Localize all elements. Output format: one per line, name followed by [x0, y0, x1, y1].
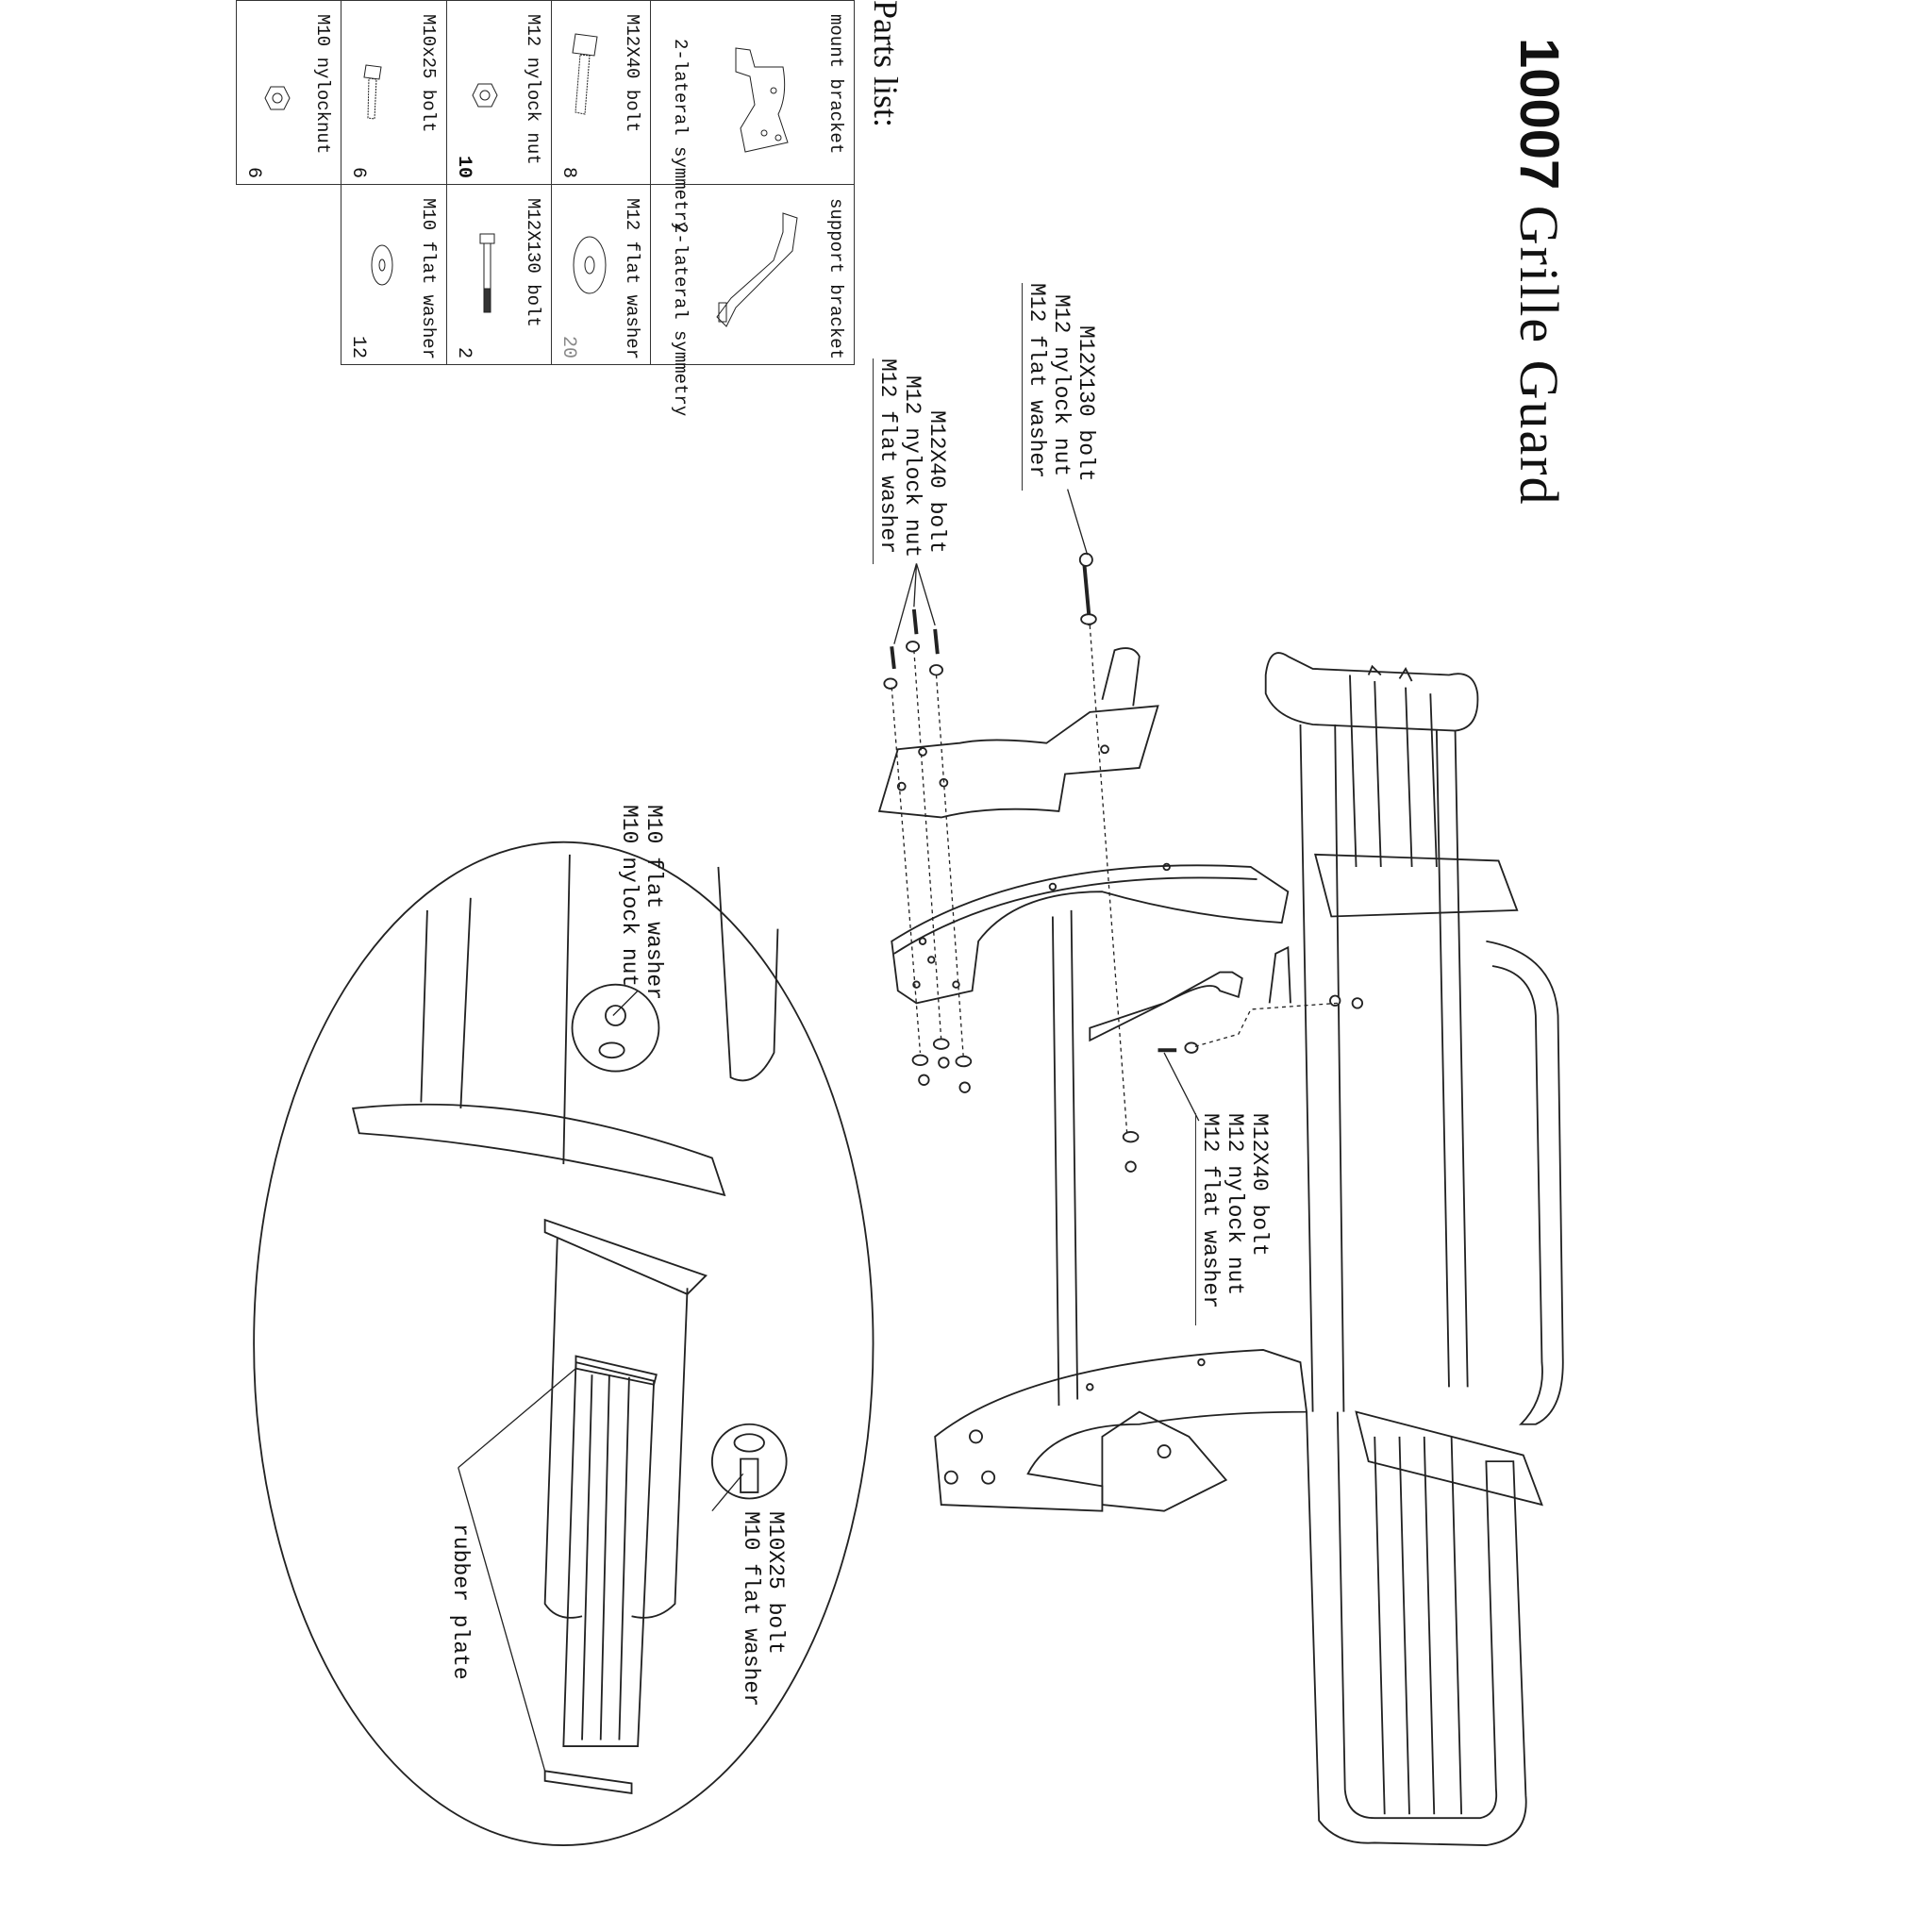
part-m12-nylock-nut: M12 nylock nut 10	[446, 0, 552, 185]
part-m10-flat-washer: M10 flat washer 12	[341, 184, 447, 365]
callout-mount-bracket: M12X40 bolt M12 nylock nut M12 flat wash…	[873, 358, 949, 564]
callout-line: M10 flat washer	[739, 1511, 763, 1707]
callout-rubber-plate: rubber plate	[448, 1524, 473, 1680]
washer-icon	[573, 236, 607, 294]
nut-icon	[472, 83, 498, 108]
callout-line: M12 nylock nut	[1049, 294, 1074, 477]
assembly-guide-lines	[891, 625, 1338, 1134]
part-quantity: 8	[558, 166, 579, 178]
part-m10x25-bolt: M10x25 bolt 6	[341, 0, 447, 185]
lower-side-plate	[934, 1349, 1308, 1512]
part-mount-bracket: mount bracket 2-lateral symmetry	[650, 0, 855, 232]
detail-view	[253, 841, 874, 1847]
part-m12x130-bolt: M12X130 bolt 2	[446, 184, 552, 365]
part-note: 2-lateral symmetry	[670, 223, 691, 417]
callout-line: M12 flat washer	[1024, 283, 1049, 479]
callout-line: M12X40 bolt	[924, 410, 949, 554]
model-number: 10007	[1508, 38, 1570, 191]
page-title: 10007 Grille Guard	[1507, 38, 1571, 507]
callout-detail-nut: M10 flat washer M10 nylock nut	[615, 805, 666, 1000]
long-bolt-icon	[479, 233, 495, 313]
mount-bracket-icon	[735, 47, 789, 153]
callout-line: M12 nylock nut	[1223, 1113, 1247, 1296]
part-name: M12 nylock nut	[523, 14, 543, 165]
callout-line: M12 nylock nut	[900, 375, 924, 558]
product-name: Grille Guard	[1508, 205, 1570, 507]
callout-line: M12 flat washer	[875, 358, 900, 555]
part-name: mount bracket	[825, 14, 846, 155]
callout-top-support: M12X130 bolt M12 nylock nut M12 flat was…	[1022, 283, 1098, 491]
callout-line: M12X40 bolt	[1247, 1113, 1272, 1257]
callout-line: M10 flat washer	[641, 805, 666, 1001]
part-note: 2-lateral symmetry	[670, 39, 691, 233]
bolt-icon	[572, 33, 598, 115]
upper-side-plate	[891, 862, 1290, 1407]
mount-bracket-exploded	[877, 647, 1159, 819]
part-name: M12X130 bolt	[523, 198, 543, 327]
part-quantity: 6	[242, 166, 264, 178]
part-name: M12 flat washer	[622, 198, 642, 360]
part-name: M10x25 bolt	[418, 14, 439, 133]
part-quantity: 2	[453, 346, 475, 358]
part-m10-nylocknut: M10 nylocknut 6	[236, 0, 341, 185]
part-support-bracket: support bracket 2-lateral symmetry	[650, 184, 855, 416]
callout-line: M12 flat washer	[1198, 1113, 1223, 1309]
part-quantity: 10	[453, 155, 475, 178]
bolt-icon	[363, 64, 382, 120]
part-quantity: 20	[558, 335, 579, 358]
callout-line: M10 nylock nut	[617, 805, 641, 988]
callout-detail-bolt: M10X25 bolt M10 flat washer	[737, 1511, 788, 1707]
washer-icon	[371, 244, 393, 286]
callout-line: M12X130 bolt	[1074, 325, 1098, 482]
part-name: support bracket	[825, 198, 846, 360]
callout-line: M10X25 bolt	[763, 1511, 788, 1655]
part-quantity: 6	[347, 166, 369, 178]
grille-guard-frame	[1264, 652, 1564, 1847]
part-name: M12X40 bolt	[622, 14, 642, 133]
support-bracket	[1089, 945, 1291, 1042]
callout-lower-bracket: M12X40 bolt M12 nylock nut M12 flat wash…	[1195, 1113, 1272, 1325]
nut-icon	[264, 86, 291, 110]
part-m12x40-bolt: M12X40 bolt 8	[551, 0, 651, 185]
part-quantity: 12	[347, 335, 369, 358]
support-bracket-icon	[716, 212, 798, 327]
parts-list-heading: Parts list:	[867, 0, 905, 128]
fasteners	[883, 552, 1364, 1173]
part-name: M10 nylocknut	[312, 14, 333, 155]
part-m12-flat-washer: M12 flat washer 20	[551, 184, 651, 365]
part-name: M10 flat washer	[418, 198, 439, 360]
